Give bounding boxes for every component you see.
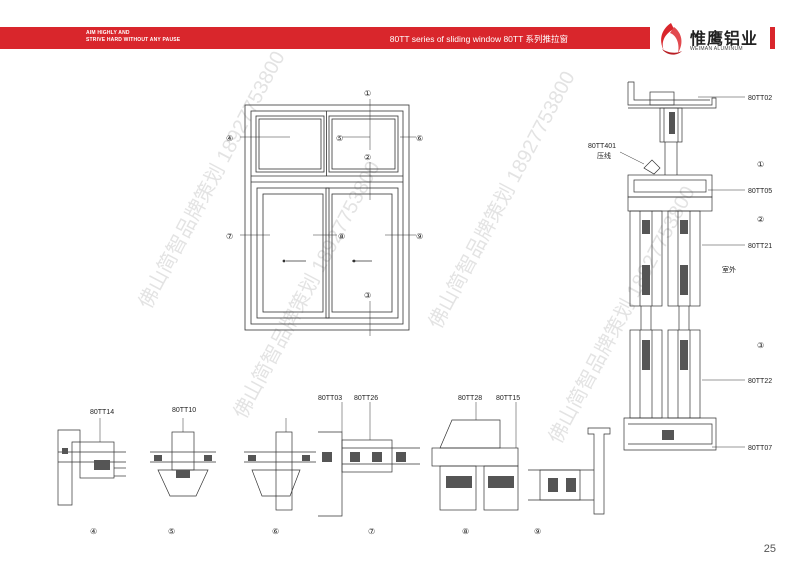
section-marker-8: ⑧ [462, 527, 469, 536]
section-7 [318, 402, 420, 517]
marker-2: ② [364, 153, 371, 162]
section-marker-6: ⑥ [272, 527, 279, 536]
series-title: 80TT series of sliding window 80TT 系列推拉窗 [389, 34, 568, 44]
label-80tt07: 80TT07 [748, 445, 772, 452]
handle-knob-left [282, 259, 286, 263]
marker-7: ⑦ [226, 232, 233, 241]
label-press-line: 压线 [597, 151, 611, 160]
marker-6: ⑥ [416, 134, 423, 143]
section-marker-5: ⑤ [168, 527, 175, 536]
flame-logo-icon [661, 23, 682, 55]
label-80tt22: 80TT22 [748, 378, 772, 385]
section-marker-1: ① [757, 160, 764, 169]
label-80tt15: 80TT15 [496, 395, 520, 402]
section-marker-3: ③ [757, 341, 764, 350]
motto-line-1: AIM HIGHLY AND [86, 30, 130, 36]
section-marker-9: ⑨ [534, 527, 541, 536]
elevation-markers: ① ④ ⑤ ⑥ ② ⑦ ⑧ ⑨ ③ [226, 89, 423, 300]
section-4 [57, 418, 126, 506]
brand-logo: 惟鹰铝业 WEIMAN ALUMINUM [650, 17, 770, 61]
label-80tt28: 80TT28 [458, 395, 482, 402]
page-number: 25 [763, 543, 776, 555]
section-9 [528, 427, 611, 515]
gaskets-section-8 [446, 476, 514, 488]
brand-name-cn: 惟鹰铝业 [690, 31, 759, 48]
section-5 [150, 418, 216, 497]
motto: AIM HIGHLY AND STRIVE HARD WITHOUT ANY P… [86, 30, 180, 44]
label-80tt26: 80TT26 [354, 395, 378, 402]
marker-5: ⑤ [336, 134, 343, 143]
gaskets-section-7 [322, 452, 406, 462]
gaskets-section-6 [248, 455, 310, 461]
label-80tt401: 80TT401 [588, 143, 616, 150]
watermark-text-2: 佛山简智品牌策划 18927753800 [229, 157, 384, 422]
handle-knob-right [352, 259, 356, 263]
label-outdoor: 室外 [722, 265, 736, 274]
section-marker-7: ⑦ [368, 527, 375, 536]
marker-9: ⑨ [416, 232, 423, 241]
marker-1: ① [364, 89, 371, 98]
header-banner [0, 27, 775, 49]
section-6 [244, 418, 316, 511]
label-80tt10: 80TT10 [172, 407, 196, 414]
gaskets-right [642, 112, 688, 440]
watermark-text-1: 佛山简智品牌策划 18927753800 [134, 47, 289, 312]
gaskets-section-5 [154, 455, 212, 478]
right-section-labels: 80TT02 80TT401 压线 ① 80TT05 ② 80TT21 室外 ③… [588, 95, 772, 452]
motto-line-2: STRIVE HARD WITHOUT ANY PAUSE [86, 37, 181, 43]
window-elevation [240, 99, 416, 336]
bottom-section-labels: 80TT14 80TT10 80TT03 80TT26 80TT28 80TT1… [90, 395, 541, 536]
label-80tt14: 80TT14 [90, 409, 114, 416]
marker-3: ③ [364, 291, 371, 300]
brand-name-en: WEIMAN ALUMINUM [690, 46, 743, 52]
label-80tt21: 80TT21 [748, 243, 772, 250]
section-marker-2: ② [757, 215, 764, 224]
marker-4: ④ [226, 134, 233, 143]
watermark: 佛山简智品牌策划 18927753800 佛山简智品牌策划 1892775380… [134, 47, 699, 447]
label-80tt03: 80TT03 [318, 395, 342, 402]
gaskets-section-4 [62, 448, 110, 470]
label-80tt05: 80TT05 [748, 188, 772, 195]
marker-8: ⑧ [338, 232, 345, 241]
gaskets-section-9 [548, 478, 576, 492]
vertical-section [619, 81, 745, 451]
watermark-text-3: 佛山简智品牌策划 18927753800 [424, 67, 579, 332]
section-8 [431, 402, 519, 511]
section-marker-4: ④ [90, 527, 97, 536]
label-80tt02: 80TT02 [748, 95, 772, 102]
watermark-text-4: 佛山简智品牌策划 18927753800 [544, 182, 699, 447]
